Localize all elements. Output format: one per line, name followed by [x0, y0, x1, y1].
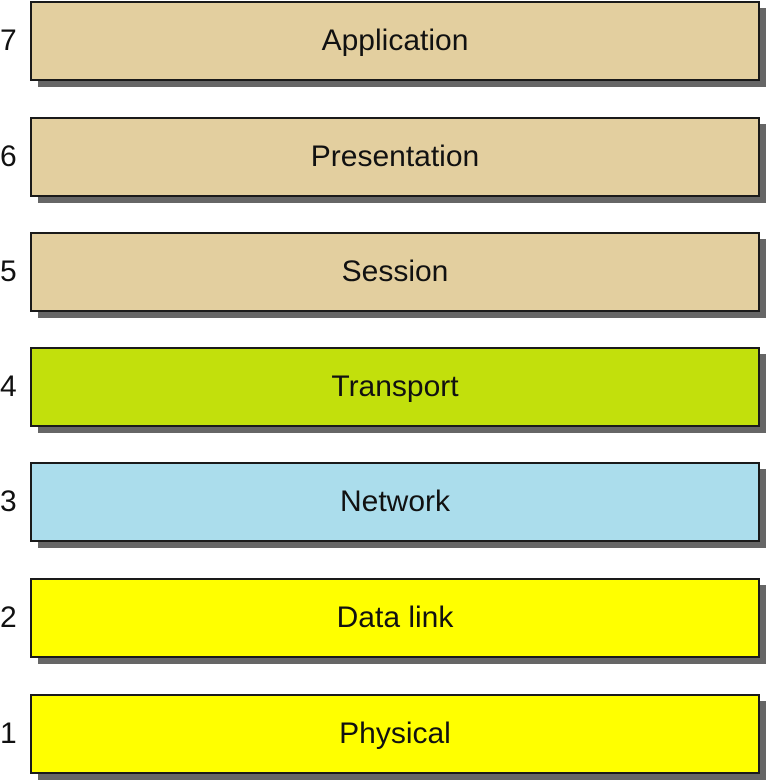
layer-box-physical: Physical [30, 694, 760, 774]
layer-row-7: 7 Application [0, 1, 768, 89]
layer-number: 6 [0, 140, 17, 173]
layer-label: Data link [336, 601, 454, 634]
layer-box-network: Network [30, 462, 760, 542]
layer-label: Physical [339, 717, 451, 750]
layer-number: 1 [0, 717, 17, 750]
layer-number: 5 [0, 255, 17, 288]
layer-box-application: Application [30, 1, 760, 81]
layer-row-5: 5 Session [0, 232, 768, 320]
layer-number: 3 [0, 485, 17, 518]
layer-box-session: Session [30, 232, 760, 312]
layer-number: 2 [0, 601, 17, 634]
layer-label: Transport [331, 370, 459, 403]
layer-label: Application [321, 24, 469, 57]
layer-box-data-link: Data link [30, 578, 760, 658]
layer-row-1: 1 Physical [0, 694, 768, 782]
layer-row-6: 6 Presentation [0, 117, 768, 205]
layer-number: 7 [0, 24, 17, 57]
layer-row-2: 2 Data link [0, 578, 768, 666]
layer-box-transport: Transport [30, 347, 760, 427]
layer-label: Presentation [310, 140, 480, 173]
layer-row-3: 3 Network [0, 462, 768, 550]
layer-label: Session [341, 255, 449, 288]
layer-number: 4 [0, 370, 17, 403]
layer-row-4: 4 Transport [0, 347, 768, 435]
layer-box-presentation: Presentation [30, 117, 760, 197]
layer-label: Network [339, 485, 451, 518]
